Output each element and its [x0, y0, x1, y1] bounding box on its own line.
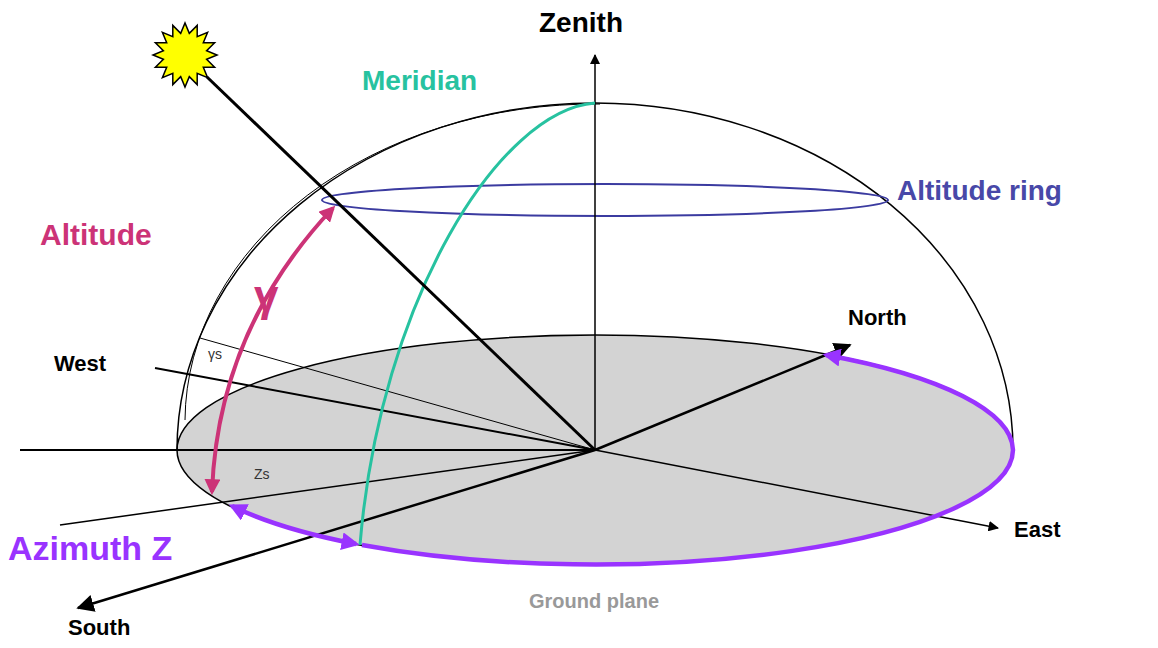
- direction-label: South: [66, 616, 132, 640]
- south-axis: [78, 450, 595, 608]
- ground-plane-label: Ground plane: [527, 590, 661, 612]
- angle-symbol: γ: [252, 272, 280, 320]
- zs-line: [60, 450, 595, 525]
- azimuth-arc: [362, 355, 1013, 565]
- zenith-label: Zenith: [537, 8, 625, 39]
- direction-label: North: [846, 306, 909, 330]
- angle-symbol: γs: [206, 347, 224, 362]
- meridian-arc: [360, 103, 595, 545]
- north-axis: [595, 345, 850, 450]
- altitude-ring: [322, 184, 888, 216]
- altitude-arc: [212, 208, 333, 492]
- azimuth-arc: [232, 506, 356, 544]
- sun-symbol: [153, 23, 217, 87]
- azimuth-label: Azimuth Z: [6, 530, 174, 567]
- altitude-ring-label: Altitude ring: [895, 176, 1064, 207]
- meridian-label: Meridian: [360, 66, 479, 97]
- altitude-label: Altitude: [38, 218, 154, 251]
- direction-label: West: [52, 352, 108, 376]
- angle-symbol: Zs: [252, 467, 272, 482]
- horizon-line: [20, 449, 595, 451]
- sun-ray: [207, 77, 595, 450]
- direction-label: East: [1012, 518, 1062, 542]
- zenith-axis: [594, 55, 596, 450]
